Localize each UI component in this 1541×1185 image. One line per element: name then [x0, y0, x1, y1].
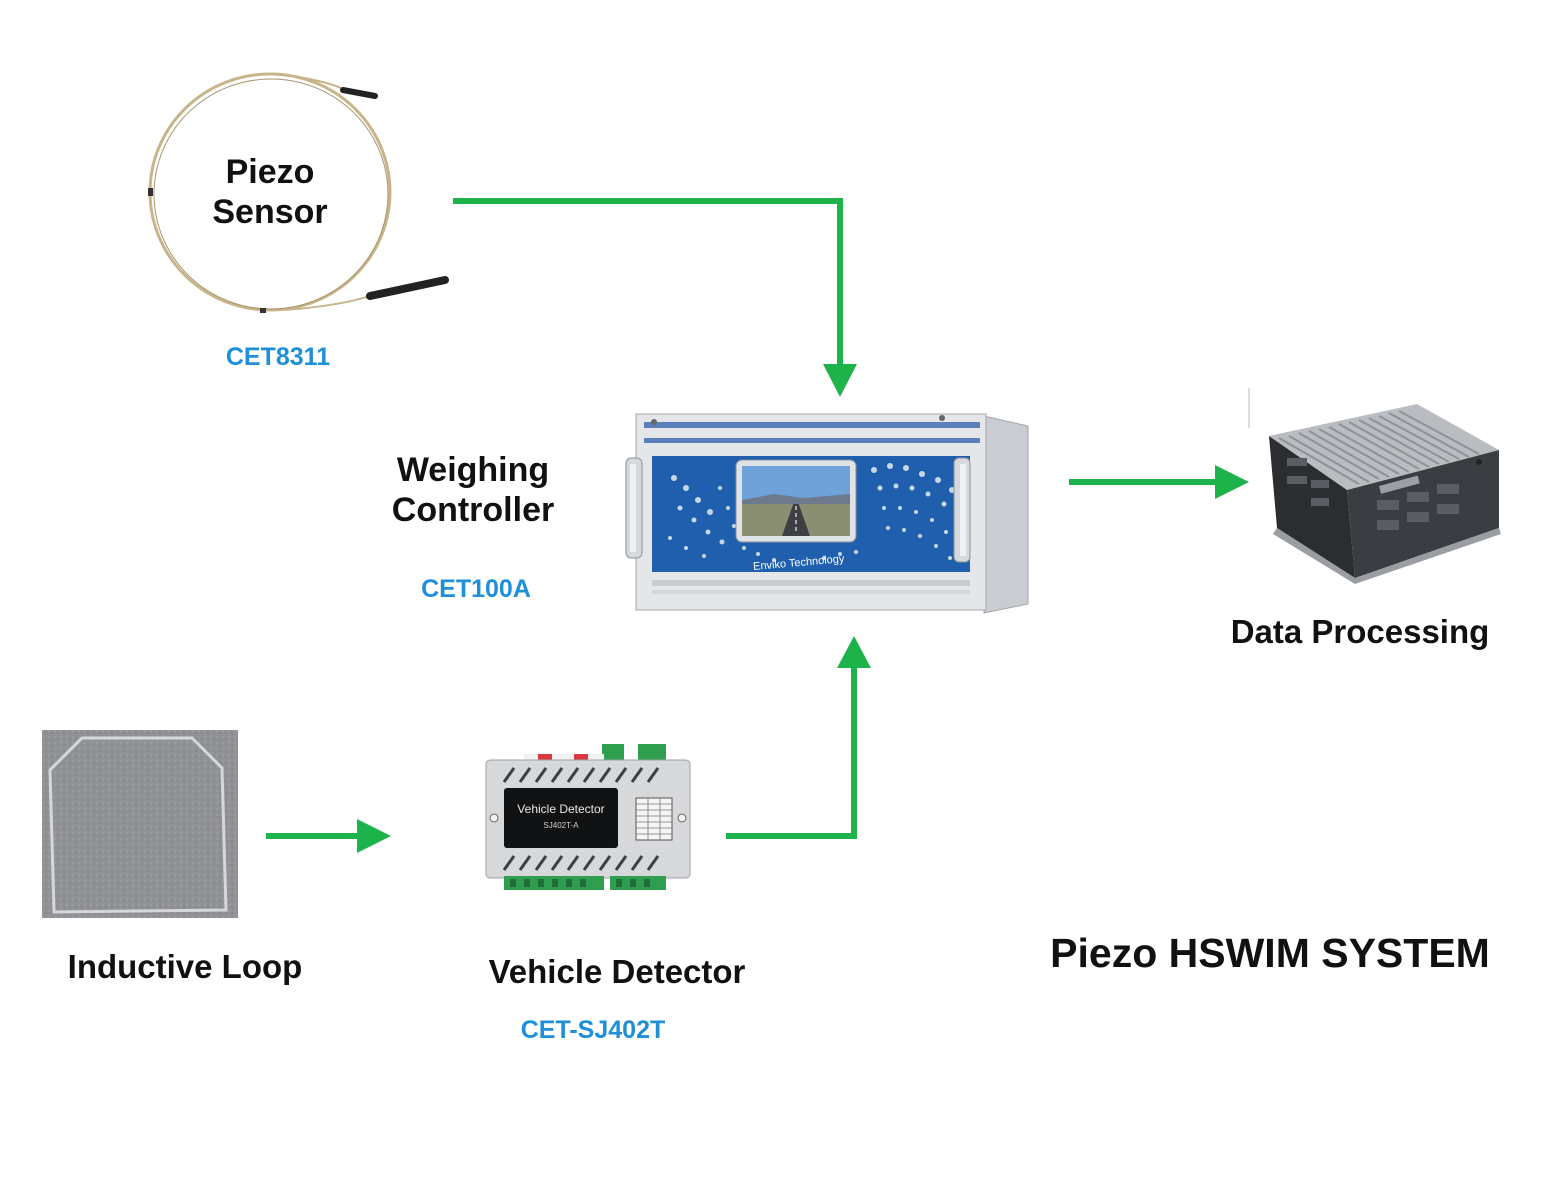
- data-processing-image: [1248, 388, 1501, 584]
- weighing-controller-label-line1: Weighing: [396, 451, 550, 489]
- weighing-controller-image: Enviko Technology: [625, 413, 1029, 614]
- arrow-piezo-to-controller: [453, 198, 843, 366]
- arrowhead-loop-to-detector: [357, 819, 391, 853]
- weighing-controller-label-line2: Controller: [391, 491, 555, 530]
- piezo-sensor-label: Piezo Sensor: [170, 152, 370, 232]
- piezo-sensor-label-line2: Sensor: [212, 193, 328, 232]
- weighing-controller-label: Weighing Controller: [373, 450, 573, 530]
- vehicle-detector-image: Vehicle Detector SJ402T-A: [485, 744, 691, 890]
- vehicle-detector-label: Vehicle Detector: [488, 953, 746, 990]
- arrowhead-detector-to-controller: [837, 636, 871, 668]
- data-processing-label: Data Processing: [1230, 613, 1490, 650]
- arrow-detector-to-controller: [726, 666, 857, 839]
- system-title: Piezo HSWIM SYSTEM: [1050, 930, 1490, 976]
- vehicle-detector-device-subtext: SJ402T-A: [543, 821, 579, 830]
- inductive-loop-label: Inductive Loop: [67, 948, 303, 985]
- piezo-sensor-label-line1: Piezo: [225, 153, 315, 191]
- inductive-loop-image: [42, 730, 238, 918]
- piezo-sensor-image: [148, 72, 449, 313]
- vehicle-detector-model: CET-SJ402T: [520, 1016, 666, 1044]
- weighing-controller-model: CET100A: [421, 575, 531, 603]
- vehicle-detector-device-text: Vehicle Detector: [517, 802, 604, 816]
- arrowhead-controller-to-data: [1215, 465, 1249, 499]
- arrowhead-piezo-to-controller: [823, 364, 857, 397]
- piezo-sensor-model: CET8311: [225, 343, 331, 371]
